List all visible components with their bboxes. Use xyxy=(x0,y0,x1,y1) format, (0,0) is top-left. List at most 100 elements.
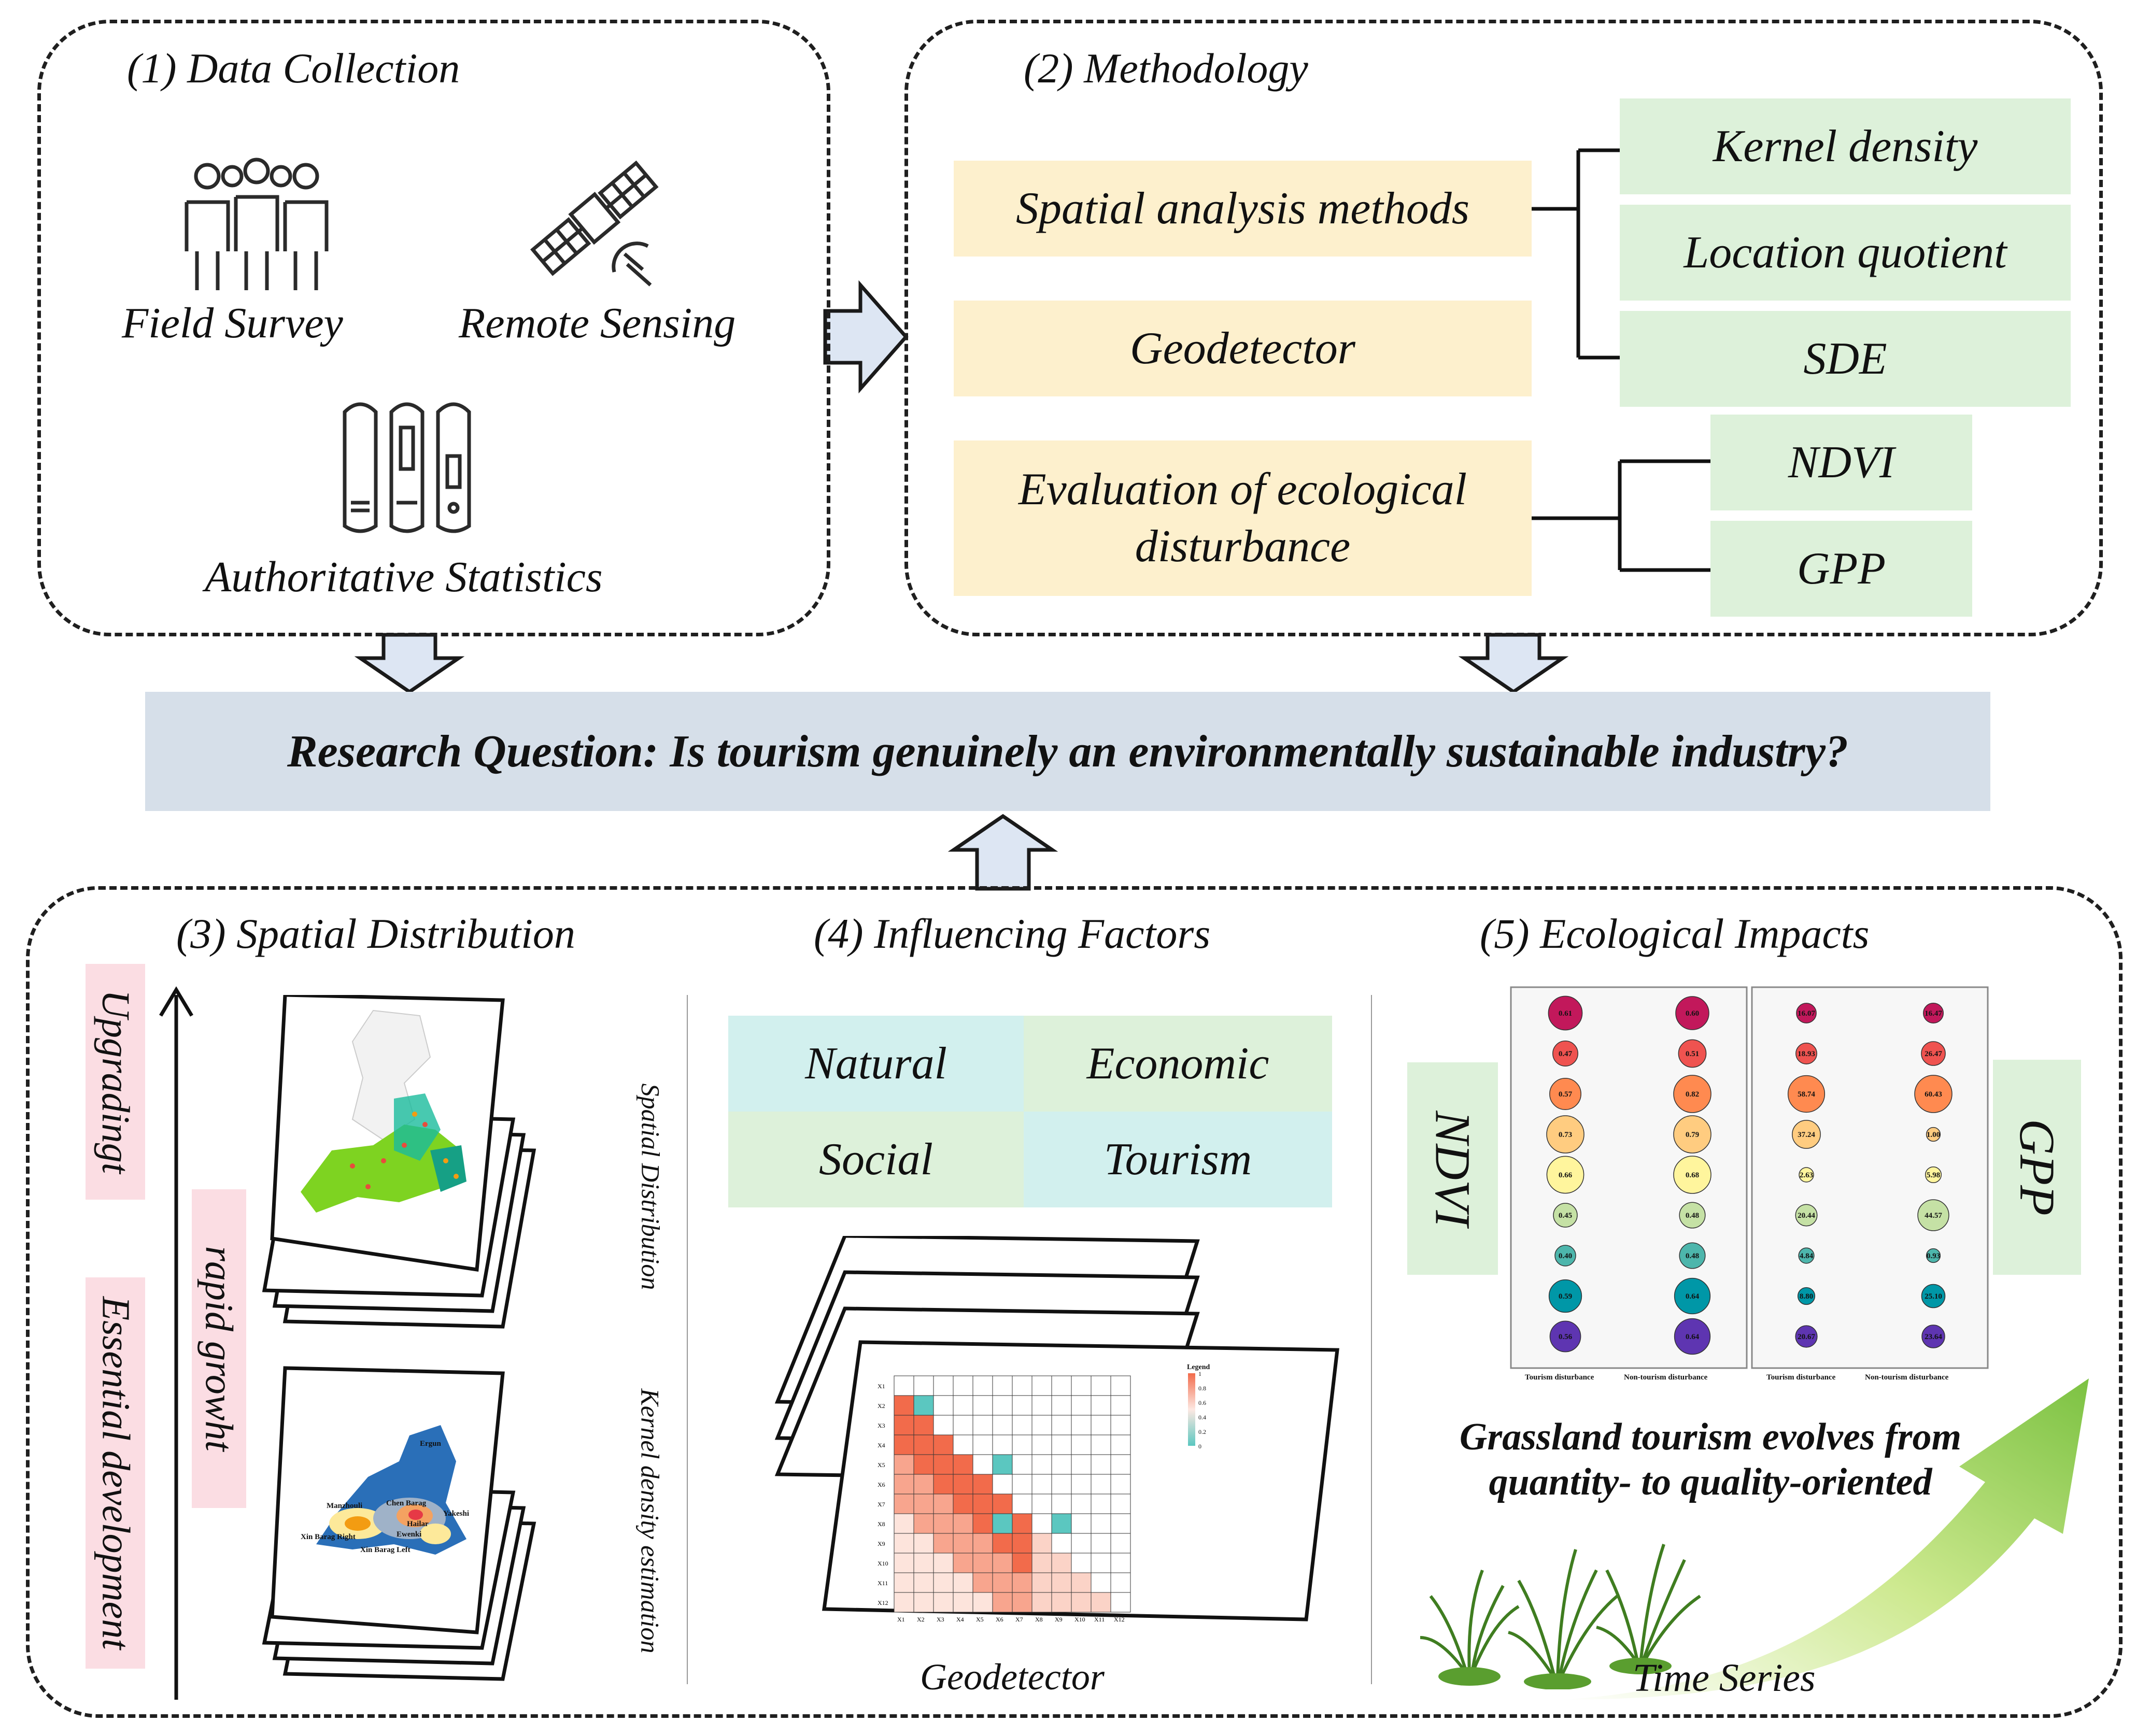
heatmap-row-label: X1 xyxy=(878,1383,885,1390)
heatmap-row-label: X9 xyxy=(878,1540,885,1547)
heatmap-cell xyxy=(1071,1513,1092,1534)
gpp-bubble-label: 18.93 xyxy=(1798,1050,1815,1058)
heatmap-cell xyxy=(894,1434,914,1455)
panel-analysis xyxy=(26,886,2123,1718)
svg-text:0.8: 0.8 xyxy=(1198,1385,1206,1392)
heatmap-cell xyxy=(913,1493,934,1514)
gpp-bubble xyxy=(1926,1248,1941,1263)
heatmap-cell xyxy=(1031,1454,1052,1475)
method-spatial-analysis: Spatial analysis methods xyxy=(954,161,1532,257)
gpp-bubble xyxy=(1921,1041,1946,1066)
authoritative-statistics-label: Authoritative Statistics xyxy=(205,553,603,601)
panel-title-ecological-impacts: (5) Ecological Impacts xyxy=(1480,910,1870,957)
heatmap-cell xyxy=(1110,1572,1131,1593)
ndvi-bubble-label: 0.45 xyxy=(1559,1212,1572,1220)
heatmap-cell xyxy=(894,1454,914,1475)
ndvi-bubble-label: 0.64 xyxy=(1686,1333,1700,1341)
heatmap-cell xyxy=(1110,1592,1131,1613)
ndvi-bubble-label: 0.61 xyxy=(1559,1009,1572,1018)
heatmap-cell xyxy=(1031,1533,1052,1554)
heatmap-cell xyxy=(894,1572,914,1593)
gpp-bubble-label: 8.80 xyxy=(1800,1292,1813,1301)
divider-left xyxy=(687,995,688,1684)
arrow-right-icon xyxy=(823,280,909,394)
heatmap-cell xyxy=(1091,1533,1111,1554)
heatmap-cell xyxy=(992,1454,1013,1475)
factor-economic: Economic xyxy=(1024,1016,1332,1112)
heatmap-cell xyxy=(894,1474,914,1495)
ndvi-bubble xyxy=(1546,1156,1585,1194)
heatmap-cell xyxy=(1012,1474,1032,1495)
bracket-eco xyxy=(1532,459,1710,572)
gpp-bubble-label: 37.24 xyxy=(1798,1131,1815,1139)
heatmap-cell xyxy=(913,1434,934,1455)
stage-essential-development: Essential development xyxy=(86,1277,145,1669)
heatmap-col-label: X10 xyxy=(1074,1616,1085,1623)
heatmap-cell xyxy=(972,1434,993,1455)
heatmap-cell xyxy=(1091,1415,1111,1435)
legend-title: Legend xyxy=(1187,1363,1210,1371)
heatmap-cell xyxy=(1012,1592,1032,1613)
statement-line-2: quantity- to quality-oriented xyxy=(1489,1461,1932,1504)
growth-arrow-icon xyxy=(159,986,194,1700)
heatmap-cell xyxy=(1012,1493,1032,1514)
heatmap-cell xyxy=(1071,1375,1092,1396)
heatmap-cell xyxy=(992,1474,1013,1495)
heatmap-cell xyxy=(992,1553,1013,1573)
heatmap-cell xyxy=(953,1415,973,1435)
svg-text:0.4: 0.4 xyxy=(1198,1414,1206,1421)
heatmap-cell xyxy=(1071,1474,1092,1495)
factor-social: Social xyxy=(728,1112,1024,1207)
satellite-icon xyxy=(530,160,659,287)
heatmap-col-label: X11 xyxy=(1094,1616,1105,1623)
gpp-bubble xyxy=(1921,1284,1946,1308)
heatmap-cell xyxy=(1031,1395,1052,1416)
heatmap-row-label: X10 xyxy=(878,1560,888,1567)
gpp-bubble xyxy=(1795,1043,1817,1064)
heatmap-cell xyxy=(972,1375,993,1396)
ndvi-bubble-label: 0.73 xyxy=(1559,1131,1572,1139)
research-question-banner: Research Question: Is tourism genuinely … xyxy=(145,692,1990,811)
gpp-label-box: GPP xyxy=(1993,1060,2081,1275)
heatmap-cell xyxy=(1031,1592,1052,1613)
gpp-bubble xyxy=(1797,1287,1816,1305)
heatmap-cell xyxy=(953,1474,973,1495)
heatmap-cell xyxy=(913,1415,934,1435)
gpp-x-label-tourism: Tourism disturbance xyxy=(1766,1373,1836,1382)
stage-rapid-growth: rapid growht xyxy=(192,1189,246,1508)
heatmap-cell xyxy=(992,1395,1013,1416)
heatmap-cell xyxy=(992,1493,1013,1514)
heatmap-cell xyxy=(933,1395,954,1416)
ndvi-bubble-label: 0.56 xyxy=(1559,1333,1573,1341)
gpp-bubble xyxy=(1926,1127,1941,1142)
heatmap-cell xyxy=(933,1474,954,1495)
ndvi-bubble xyxy=(1548,995,1583,1031)
gpp-bubble xyxy=(1922,1002,1944,1024)
side-label-spatial-distribution: Spatial Distribution xyxy=(636,1083,666,1290)
method-geodetector: Geodetector xyxy=(954,301,1532,396)
heatmap-cell xyxy=(972,1572,993,1593)
heatmap-cell xyxy=(1051,1474,1072,1495)
ndvi-bubble xyxy=(1675,996,1709,1030)
factor-natural: Natural xyxy=(728,1016,1024,1112)
gpp-bubble xyxy=(1795,1325,1818,1348)
gpp-bubble-label: 25.10 xyxy=(1925,1292,1942,1301)
gpp-bubble-label: 16.47 xyxy=(1925,1009,1942,1018)
heatmap-cell xyxy=(1031,1474,1052,1495)
heatmap-cell xyxy=(1091,1572,1111,1593)
heatmap-cell xyxy=(1110,1454,1131,1475)
heatmap-cell xyxy=(1091,1434,1111,1455)
heatmap-cell xyxy=(1091,1553,1111,1573)
gpp-bubble xyxy=(1796,1003,1817,1023)
heatmap-cell xyxy=(913,1375,934,1396)
sub-kernel-density: Kernel density xyxy=(1620,98,2071,194)
ndvi-bubble-label: 0.48 xyxy=(1686,1212,1699,1220)
heatmap-col-label: X6 xyxy=(996,1616,1003,1623)
map-label-yakeshi: Yakeshi xyxy=(443,1510,469,1518)
ndvi-bubble xyxy=(1546,1115,1585,1154)
ndvi-bubble xyxy=(1673,1115,1711,1154)
panel-title-influencing-factors: (4) Influencing Factors xyxy=(814,910,1211,957)
heatmap-cell xyxy=(933,1493,954,1514)
gpp-bubble xyxy=(1799,1167,1814,1183)
gpp-bubble-label: 58.74 xyxy=(1798,1090,1815,1099)
